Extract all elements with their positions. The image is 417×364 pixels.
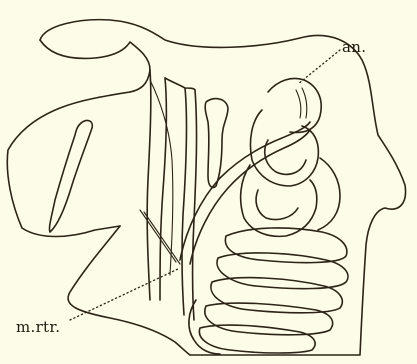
anal-tube-inner [296,90,301,118]
label-anus: an. [342,38,366,56]
segment-3 [211,278,342,313]
column-right-wall [160,78,166,300]
anal-tube [268,79,321,133]
coil-3 [241,165,317,236]
coil-4 [256,190,298,220]
segment-5 [199,325,315,353]
segment-4 [205,303,333,335]
coil-2 [265,140,306,174]
cross-line-1 [140,210,176,262]
mantle-lobe [40,40,150,92]
left-process [49,121,92,232]
segment-2 [217,253,348,289]
label-retractor-muscle: m.rtr. [16,318,60,336]
segment-1 [225,228,346,263]
leader-mrtr [70,268,180,320]
body-outline [40,20,406,355]
column-strand [150,80,173,275]
left-flap [7,92,130,237]
column-cap [165,78,195,90]
column-inner-rod-b [193,90,197,320]
column-inner-rod-a [182,88,187,315]
column-left-wall [147,70,151,300]
coil-5 [318,158,340,230]
anal-tube-inner-2 [302,88,307,118]
leader-an [298,50,340,84]
curved-duct [180,122,310,260]
